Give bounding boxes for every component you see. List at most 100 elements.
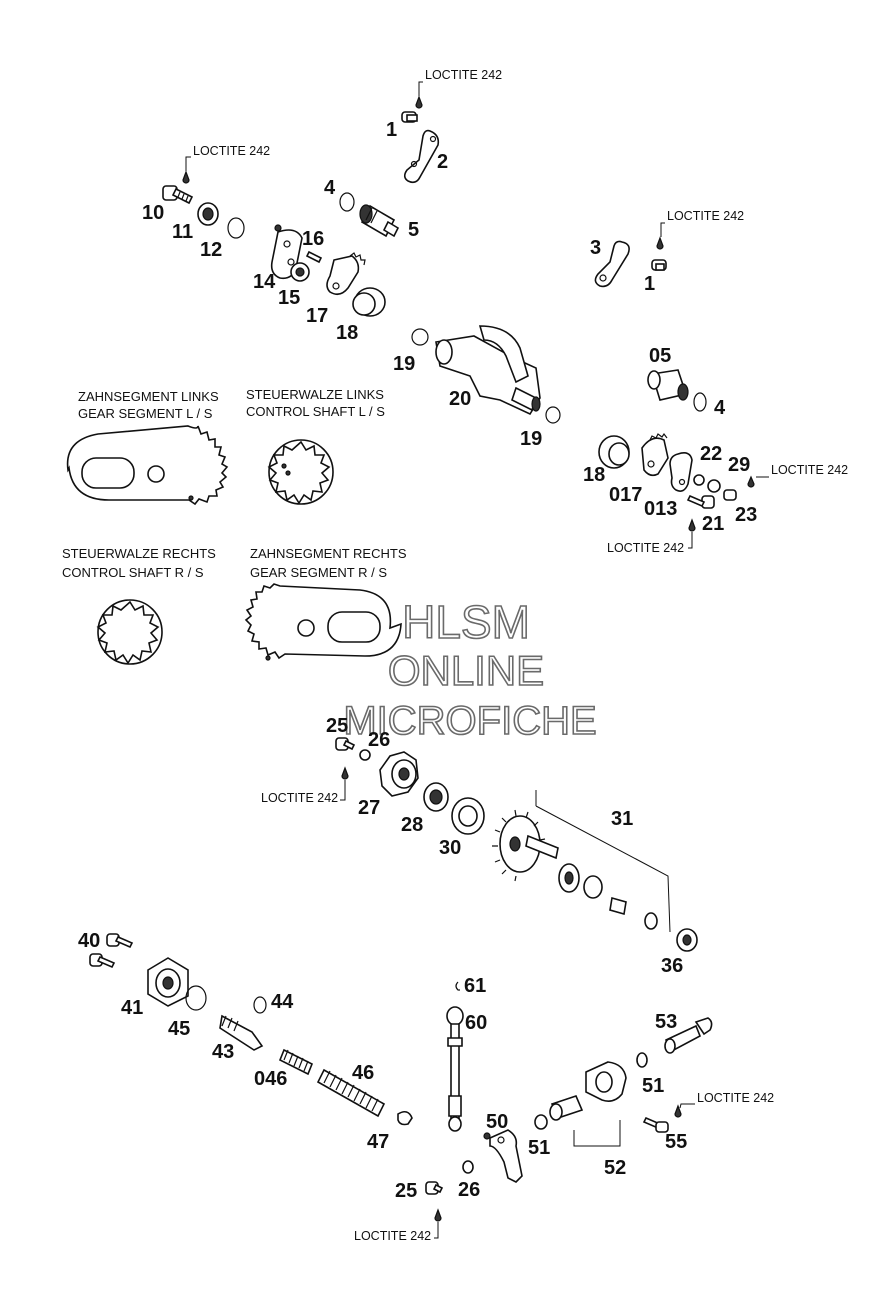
screw-part-25 <box>335 737 356 751</box>
screw-part-1 <box>651 259 667 271</box>
part-label-19: 19 <box>520 428 542 450</box>
gear-segment-part-017 <box>641 432 669 477</box>
washer-part-29 <box>707 479 721 493</box>
o-ring-part-44 <box>253 996 267 1014</box>
bearing-part-30 <box>451 797 485 835</box>
caption-control-shaft-left-de: STEUERWALZE LINKS <box>246 387 384 402</box>
o-ring-part-19 <box>545 406 561 424</box>
caption-gear-segment-right-en: GEAR SEGMENT R / S <box>250 565 387 580</box>
loctite-label: LOCTITE 242 <box>697 1091 774 1105</box>
part-label-4: 4 <box>324 177 336 199</box>
ramp-part-31 <box>558 863 580 893</box>
part-label-46: 46 <box>352 1062 374 1084</box>
adhesive-drop-icon <box>747 475 755 488</box>
clip-part-61 <box>455 981 460 991</box>
pin-part-16 <box>305 250 323 264</box>
part-label-16: 16 <box>302 228 324 250</box>
washer-part-51 <box>534 1114 548 1130</box>
loctite-label: LOCTITE 242 <box>261 791 338 805</box>
lever-part-013 <box>669 452 693 492</box>
adhesive-drop-icon <box>674 1104 682 1118</box>
lever-part-3 <box>594 240 630 288</box>
shift-drum-part-20 <box>435 325 541 416</box>
bushing-part-5 <box>359 204 400 238</box>
loctite-callout-bottom: LOCTITE 242 <box>354 1208 442 1243</box>
part-label-36: 36 <box>661 955 683 977</box>
part-label-51: 51 <box>528 1137 550 1159</box>
watermark-line-3: MICROFICHE <box>343 699 596 743</box>
part-label-22: 22 <box>700 443 722 465</box>
part-label-61: 61 <box>464 975 486 997</box>
bolt-part-40b <box>89 953 116 969</box>
nut-part-23 <box>723 489 737 501</box>
assembly-bracket-31 <box>535 790 671 933</box>
screw-part-1 <box>401 111 418 123</box>
part-label-19: 19 <box>393 353 415 375</box>
adhesive-drop-icon <box>656 236 664 250</box>
part-label-12: 12 <box>200 239 222 261</box>
bearing-part-28 <box>423 782 449 812</box>
o-ring-part-19 <box>411 328 429 346</box>
o-ring-part-4 <box>693 392 707 412</box>
part-label-27: 27 <box>358 797 380 819</box>
washer-part-51 <box>636 1052 648 1068</box>
part-label-25: 25 <box>395 1180 417 1202</box>
part-label-1: 1 <box>386 119 397 141</box>
ratchet-part-27 <box>379 751 419 797</box>
loctite-label: LOCTITE 242 <box>193 144 270 158</box>
part-label-51: 51 <box>642 1075 664 1097</box>
part-label-5: 5 <box>408 219 419 241</box>
loctite-label: LOCTITE 242 <box>771 463 848 477</box>
part-label-40: 40 <box>78 930 100 952</box>
sleeve-part-31 <box>609 896 627 916</box>
shift-arm-part-52 <box>549 1061 627 1121</box>
part-label-17: 17 <box>306 305 328 327</box>
loctite-callout-bottom-right-2: LOCTITE 242 <box>674 1091 774 1118</box>
assembly-bracket-52 <box>573 1120 621 1147</box>
part-label-50: 50 <box>486 1111 508 1133</box>
part-label-47: 47 <box>367 1131 389 1153</box>
part-label-14: 14 <box>253 271 276 293</box>
bushing-part-18 <box>598 435 630 469</box>
spring-part-046 <box>278 1048 314 1076</box>
part-label-013: 013 <box>644 498 677 520</box>
washer-part-26 <box>462 1160 474 1174</box>
part-label-2: 2 <box>437 151 448 173</box>
control-shaft-right-detail <box>96 599 163 665</box>
linkage-rod-part-60 <box>446 1006 464 1132</box>
part-label-43: 43 <box>212 1041 234 1063</box>
part-label-25: 25 <box>326 715 348 737</box>
o-ring-part-4 <box>339 192 355 212</box>
part-label-3: 3 <box>590 237 601 259</box>
part-label-20: 20 <box>449 388 471 410</box>
screw-part-21 <box>686 494 715 509</box>
control-shaft-left-detail <box>267 439 334 505</box>
screw-part-25 <box>425 1181 444 1195</box>
part-label-60: 60 <box>465 1012 487 1034</box>
watermark: HLSM ONLINE MICROFICHE <box>343 595 598 744</box>
part-label-21: 21 <box>702 513 724 535</box>
part-label-53: 53 <box>655 1011 677 1033</box>
washer-part-31 <box>583 875 603 899</box>
part-label-4: 4 <box>714 397 726 419</box>
bushing-part-18 <box>352 287 386 317</box>
adhesive-drop-icon <box>434 1208 442 1222</box>
clip-part-47 <box>397 1110 413 1126</box>
loctite-label: LOCTITE 242 <box>425 68 502 82</box>
part-label-23: 23 <box>735 504 757 526</box>
watermark-line-1: HLSM <box>402 596 530 648</box>
caption-gear-segment-left-en: GEAR SEGMENT L / S <box>78 406 213 421</box>
bolt-part-10 <box>162 185 194 205</box>
o-ring-part-45 <box>185 985 207 1011</box>
bolt-part-40 <box>106 933 134 949</box>
plate-part-14 <box>270 224 303 280</box>
adhesive-drop-icon <box>415 95 423 109</box>
caption-control-shaft-right-de: STEUERWALZE RECHTS <box>62 546 216 561</box>
part-label-28: 28 <box>401 814 423 836</box>
washer-part-26 <box>359 749 371 761</box>
ring-part-12 <box>227 217 245 239</box>
bushing-part-05 <box>647 369 689 401</box>
loctite-callout-bottom-right: LOCTITE 242 <box>607 518 696 555</box>
kick-gear-part-31 <box>492 809 559 882</box>
